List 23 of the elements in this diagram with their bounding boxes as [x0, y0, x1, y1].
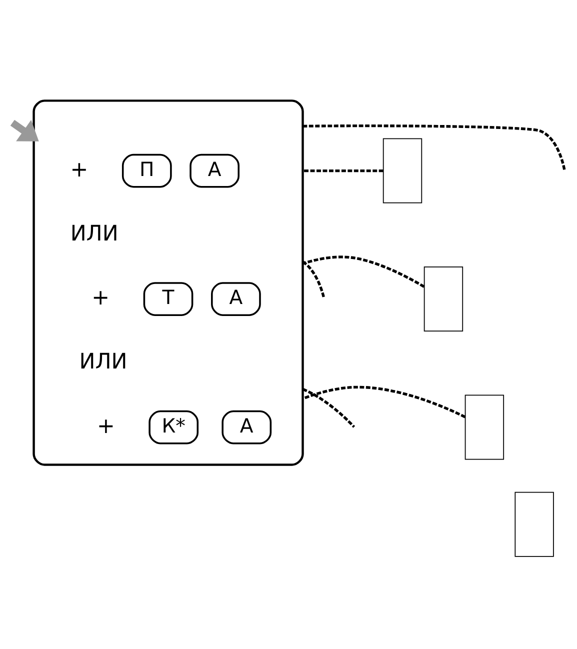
label: + — [96, 413, 115, 438]
node-box: К* — [148, 410, 199, 444]
connector — [302, 260, 326, 298]
node-box — [464, 394, 504, 460]
connector — [302, 124, 566, 170]
connector — [302, 385, 466, 418]
label: + — [70, 156, 88, 182]
connector — [302, 168, 384, 172]
node-box: Т — [143, 282, 194, 316]
label: + — [92, 285, 110, 310]
connector — [302, 387, 356, 428]
label: ИЛИ — [70, 220, 118, 246]
cluster — [32, 99, 304, 466]
node-box: П — [122, 153, 172, 188]
node-box: А — [211, 282, 261, 316]
node-box: А — [190, 153, 240, 188]
connector — [302, 255, 425, 288]
node-box — [382, 138, 422, 203]
arrow — [10, 119, 39, 141]
node-box — [514, 491, 554, 556]
label: ИЛИ — [79, 349, 128, 374]
node-box: А — [222, 410, 272, 444]
node-box — [424, 266, 464, 332]
